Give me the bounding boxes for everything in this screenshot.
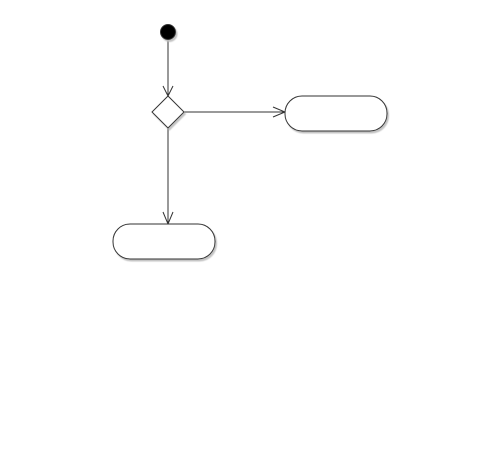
initial-node[interactable] <box>160 24 176 40</box>
edge-start-to-decision[interactable] <box>162 39 174 98</box>
edge-decision-to-action-bottom[interactable] <box>162 128 174 226</box>
edge-decision-to-action-right[interactable] <box>184 106 287 118</box>
action-node-right[interactable] <box>284 95 388 132</box>
action-node-bottom[interactable] <box>112 223 216 260</box>
decision-node[interactable] <box>151 95 185 129</box>
